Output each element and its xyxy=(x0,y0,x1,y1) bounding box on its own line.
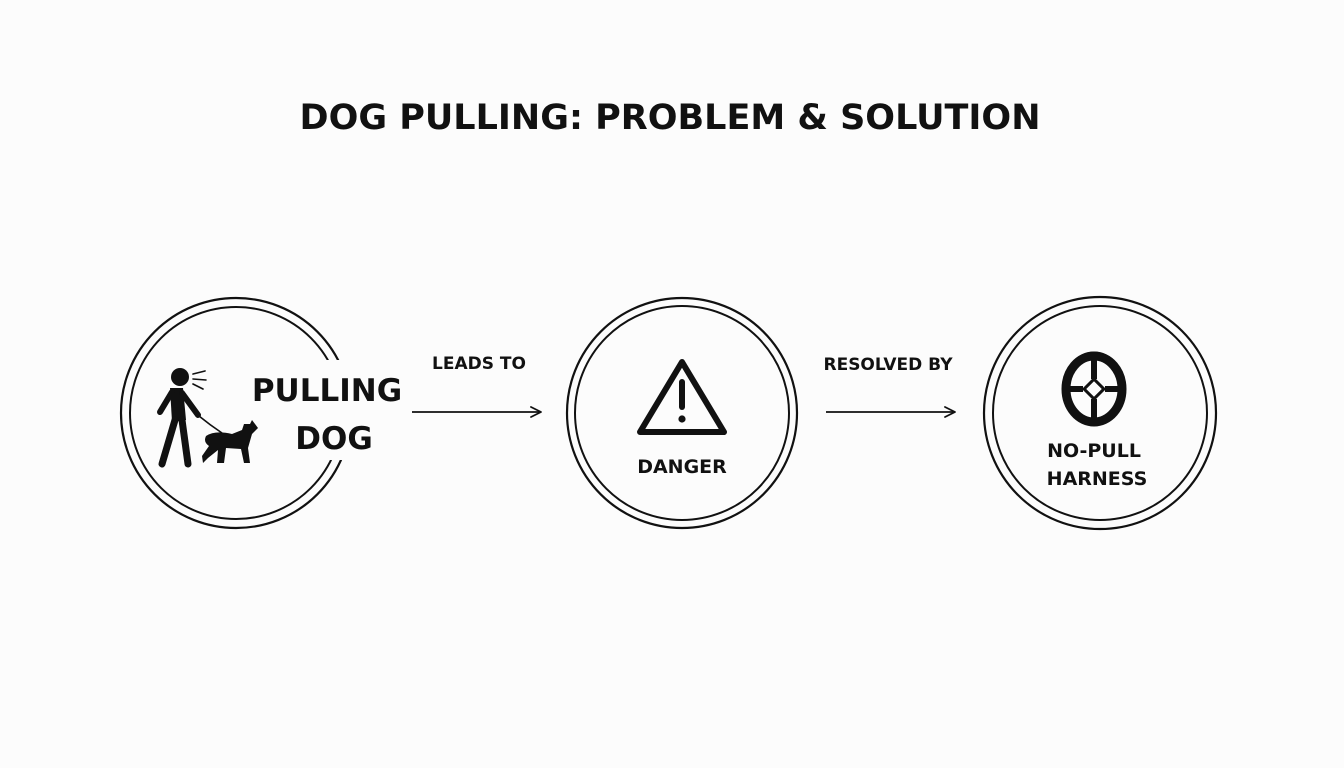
edge-leads-to: LEADS TO xyxy=(412,354,542,418)
node-harness-inner-ring xyxy=(992,305,1208,521)
node-pulling-dog: PULLING DOG xyxy=(119,296,406,530)
warning-triangle-icon xyxy=(637,359,727,435)
node-no-pull-harness: NO-PULL HARNESS xyxy=(982,295,1218,531)
node-danger-inner-ring xyxy=(574,305,790,521)
edge-resolved-by: RESOLVED BY xyxy=(823,355,956,418)
edge-leads-to-label: LEADS TO xyxy=(432,354,526,374)
person-walking-dog-icon xyxy=(157,368,258,468)
node-pulling-dog-label-line1: PULLING xyxy=(252,373,402,409)
node-pulling-dog-label-line2: DOG xyxy=(295,421,373,457)
node-pulling-dog-text-backdrop xyxy=(246,360,406,460)
harness-icon xyxy=(1061,351,1127,427)
node-harness-label-line1: NO-PULL xyxy=(1047,440,1141,462)
node-harness-outer-ring xyxy=(982,295,1218,531)
edge-resolved-by-label: RESOLVED BY xyxy=(823,355,953,375)
node-harness-label-line2: HARNESS xyxy=(1047,468,1148,490)
node-danger: DANGER xyxy=(565,296,799,530)
node-danger-label: DANGER xyxy=(637,456,727,478)
diagram-title: DOG PULLING: PROBLEM & SOLUTION xyxy=(299,98,1041,138)
node-danger-outer-ring xyxy=(565,296,799,530)
